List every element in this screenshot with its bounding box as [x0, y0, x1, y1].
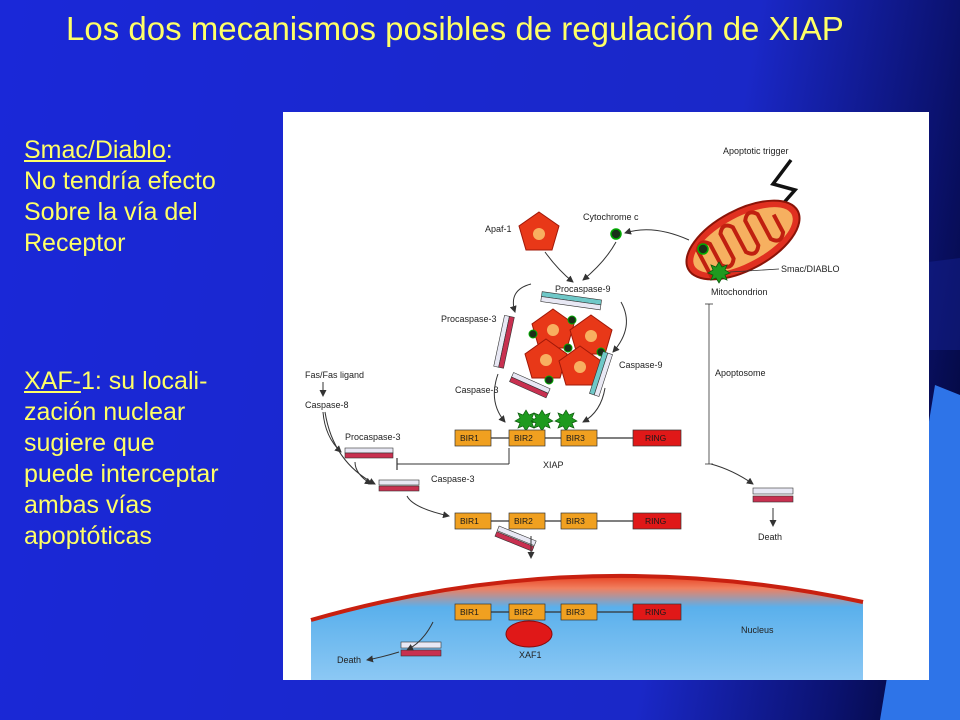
cytochrome-c-label: Cytochrome c	[583, 212, 639, 222]
xaf1-protein-icon	[505, 620, 553, 648]
xiap2-bir2-label: BIR2	[514, 516, 533, 526]
smac-diablo-label: Smac/DIABLO	[781, 264, 840, 274]
xiap1-bir1-label: BIR1	[460, 433, 479, 443]
nucleus-membrane	[311, 575, 863, 680]
caspase3-mid-bar	[378, 479, 420, 492]
caspase9-bar	[589, 351, 613, 397]
xiap1-ring-label: RING	[645, 433, 666, 443]
xaf-line-1: zación nuclear	[24, 398, 186, 426]
xaf1-label: XAF1	[519, 650, 542, 660]
xiap-domain-row-3: BIR1 BIR2 BIR3 RING	[454, 603, 682, 621]
pathway-diagram: Nucleus Apoptotic trigger Smac/DIABLO Mi…	[305, 146, 864, 680]
caspase8-label: Caspase-8	[305, 400, 349, 410]
xiap1-bir2-label: BIR2	[514, 433, 533, 443]
apoptosome-label: Apoptosome	[715, 368, 766, 378]
death-right-bar	[752, 487, 794, 503]
smac-line-2: Sobre la vía del	[24, 198, 198, 226]
procaspase3-mid-label: Procaspase-3	[345, 432, 401, 442]
xiap-label: XIAP	[543, 460, 564, 470]
procaspase3-mid-bar	[344, 447, 394, 459]
xaf-heading-rest: 1: su locali-	[80, 367, 208, 395]
apoptosome-complex	[524, 308, 613, 386]
xiap-pathway-figure: Nucleus Apoptotic trigger Smac/DIABLO Mi…	[283, 112, 929, 680]
procaspase9-label: Procaspase-9	[555, 284, 611, 294]
xiap3-ring-label: RING	[645, 607, 666, 617]
caspase3-top-label: Caspase-3	[455, 385, 499, 395]
smac-stars-on-xiap	[514, 409, 578, 432]
procaspase3-top-bar	[493, 314, 515, 369]
xaf-line-3: puede interceptar	[24, 460, 219, 488]
nucleus-label: Nucleus	[741, 625, 774, 635]
cytochrome-c-icon	[610, 228, 622, 240]
caspase3-bound-bar	[494, 525, 537, 552]
mitochondrion-label: Mitochondrion	[711, 287, 768, 297]
xaf-heading: XAF-	[24, 367, 81, 395]
xaf-line-5: apoptóticas	[24, 522, 152, 550]
smac-heading: Smac/Diablo	[24, 136, 166, 164]
procaspase3-top-label: Procaspase-3	[441, 314, 497, 324]
caspase3-mid-label: Caspase-3	[431, 474, 475, 484]
caspase9-label: Caspase-9	[619, 360, 663, 370]
xaf-line-4: ambas vías	[24, 491, 152, 519]
xiap1-bir3-label: BIR3	[566, 433, 585, 443]
fas-ligand-label: Fas/Fas ligand	[305, 370, 364, 380]
caspase3-top-bar	[509, 372, 551, 399]
xiap2-bir1-label: BIR1	[460, 516, 479, 526]
xiap3-bir2-label: BIR2	[514, 607, 533, 617]
death-bottom-label: Death	[337, 655, 361, 665]
xiap2-ring-label: RING	[645, 516, 666, 526]
smac-line-1: No tendría efecto	[24, 167, 216, 195]
xiap-domain-row-2: BIR1 BIR2 BIR3 RING	[454, 512, 682, 530]
xiap2-bir3-label: BIR3	[566, 516, 585, 526]
page-title: Los dos mecanismos posibles de regulació…	[66, 10, 844, 47]
smac-colon: :	[165, 136, 173, 164]
xiap3-bir1-label: BIR1	[460, 607, 479, 617]
apoptotic-trigger-label: Apoptotic trigger	[723, 146, 789, 156]
xaf-line-2: sugiere que	[24, 429, 155, 457]
smac-star-icon	[707, 261, 731, 284]
xaf-note: XAF-1: su locali- zación nuclear sugiere…	[24, 366, 219, 552]
xiap-domain-row-1: BIR1 BIR2 BIR3 RING	[454, 429, 682, 447]
procaspase9-bar	[540, 291, 602, 311]
death-bottom-bar	[400, 641, 442, 657]
apaf1-label: Apaf-1	[485, 224, 512, 234]
cytochrome-c-dot-icon	[697, 243, 709, 255]
death-right-label: Death	[758, 532, 782, 542]
smac-line-3: Receptor	[24, 229, 126, 257]
smac-note: Smac/Diablo: No tendría efecto Sobre la …	[24, 135, 216, 259]
xiap3-bir3-label: BIR3	[566, 607, 585, 617]
mitochondrion-icon	[685, 199, 801, 281]
